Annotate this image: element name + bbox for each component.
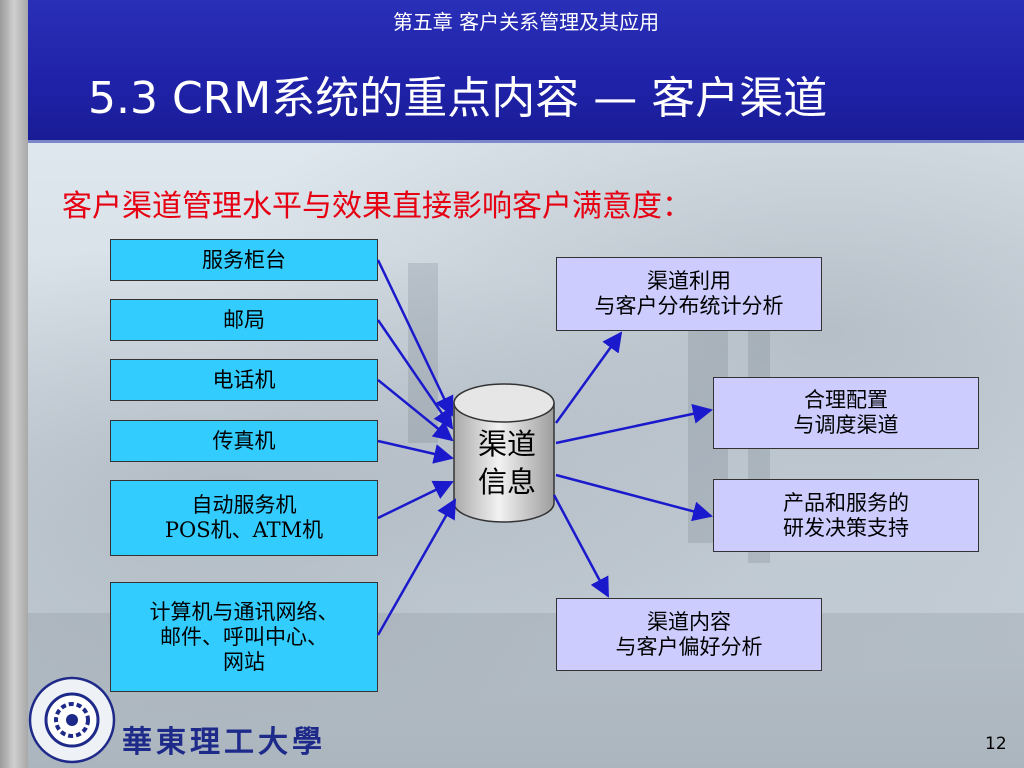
center-label: 信息 [477, 465, 536, 499]
arrow-input [376, 498, 457, 636]
output-box-channel-config: 合理配置 与调度渠道 [713, 377, 979, 449]
source-label: 邮局 [223, 307, 265, 332]
output-label: 合理配置 [804, 388, 888, 412]
source-label: 传真机 [212, 428, 276, 453]
university-logo-text: 華東理工大學 [122, 725, 326, 760]
source-box-service-counter: 服务柜台 [110, 239, 378, 281]
channel-info-label: 渠道 信息 [468, 425, 546, 501]
page-number: 12 [985, 734, 1007, 754]
arrow-input [377, 480, 454, 520]
heading-text: 客户渠道管理水平与效果直接影响客户满意度： [62, 189, 692, 224]
university-seal-icon [28, 676, 116, 764]
slide-title: 5.3 CRM系统的重点内容 — 客户渠道 [88, 73, 828, 124]
arrow-input [376, 259, 454, 417]
input-arrows [376, 259, 457, 636]
source-label: 计算机与通讯网络、 [149, 599, 339, 624]
left-decor-strip [0, 0, 28, 768]
header-bar: 第五章 客户关系管理及其应用 5.3 CRM系统的重点内容 — 客户渠道 [28, 0, 1024, 143]
source-box-network: 计算机与通讯网络、 邮件、呼叫中心、 网站 [110, 582, 378, 692]
output-label: 产品和服务的 [783, 490, 909, 515]
channel-info-cylinder [453, 383, 555, 523]
output-label: 与客户偏好分析 [615, 634, 763, 659]
chapter-title: 第五章 客户关系管理及其应用 [392, 10, 660, 34]
output-label: 渠道内容 [647, 609, 731, 634]
center-label: 渠道 [477, 427, 536, 461]
arrow-input [377, 439, 454, 464]
source-box-fax: 传真机 [110, 420, 378, 462]
source-label: 网站 [223, 649, 265, 674]
output-label: 渠道利用 [647, 269, 731, 293]
source-label: 服务柜台 [202, 247, 286, 272]
output-box-preference-analysis: 渠道内容 与客户偏好分析 [556, 598, 822, 671]
output-box-channel-usage: 渠道利用 与客户分布统计分析 [556, 257, 822, 331]
output-arrows [552, 331, 713, 598]
source-label: 自动服务机 [191, 493, 297, 517]
arrow-output [554, 331, 623, 424]
source-label: 邮件、呼叫中心、 [160, 624, 328, 649]
output-label: 与调度渠道 [793, 413, 899, 437]
arrow-input [377, 379, 454, 442]
arrow-output [552, 494, 610, 598]
output-box-decision-support: 产品和服务的 研发决策支持 [713, 479, 979, 552]
arrow-output [555, 403, 713, 445]
source-box-telephone: 电话机 [110, 359, 378, 401]
output-label: 研发决策支持 [783, 515, 909, 540]
source-label: 电话机 [212, 367, 276, 392]
arrow-output [555, 473, 713, 522]
arrow-input [376, 319, 454, 430]
source-box-self-service: 自动服务机 POS机、ATM机 [110, 480, 378, 556]
source-label: POS机、ATM机 [164, 518, 324, 542]
output-label: 与客户分布统计分析 [594, 294, 784, 318]
source-box-post-office: 邮局 [110, 299, 378, 341]
